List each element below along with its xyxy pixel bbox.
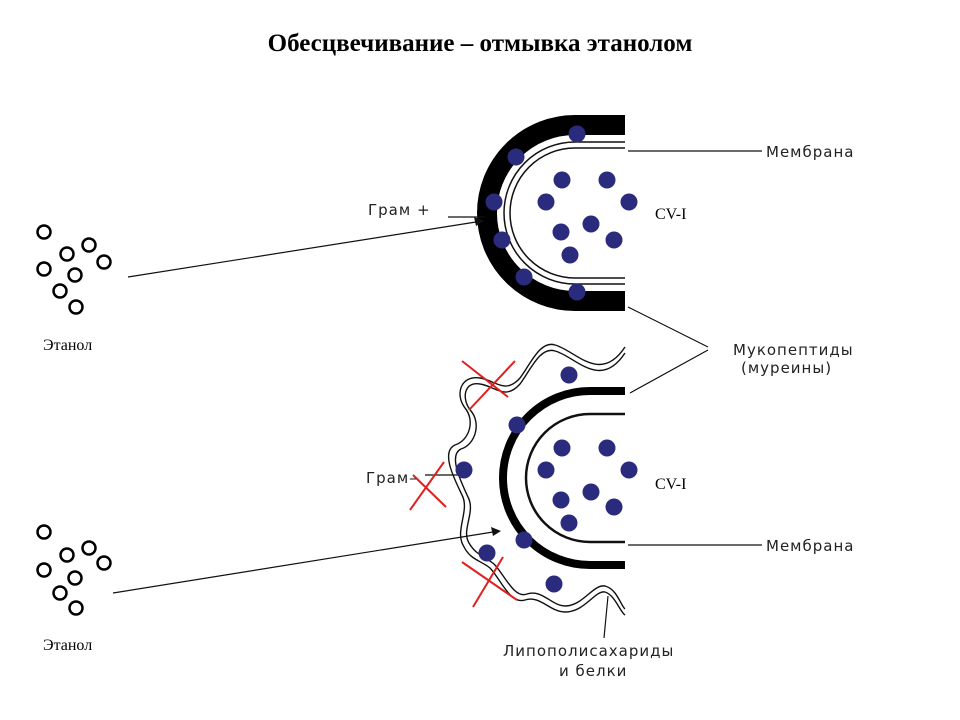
ethanol-arrow-top-head bbox=[474, 217, 484, 226]
ethanol-label-bottom: Этанол bbox=[43, 637, 92, 654]
ethanol-label-top: Этанол bbox=[43, 337, 92, 354]
lps-outer-membrane bbox=[447, 343, 626, 616]
membrane-top-label: Мембрана bbox=[766, 143, 854, 161]
ethanol-molecule bbox=[68, 299, 84, 315]
gram-negative-cytoplasmic-membrane bbox=[524, 412, 625, 544]
pointer-lines bbox=[425, 150, 762, 639]
cv-dye-dot bbox=[478, 544, 496, 562]
mucopeptides-label-line2: (муреины) bbox=[741, 359, 832, 377]
lps-outer-membrane-inner-line bbox=[454, 349, 626, 610]
cv-dye-dot bbox=[605, 231, 623, 249]
cv-dye-dot bbox=[582, 215, 600, 233]
cv-dye-dot bbox=[560, 366, 578, 384]
cv-label-bottom: CV-I bbox=[655, 476, 686, 493]
cv-dye-dot bbox=[545, 575, 563, 593]
ethanol-arrows bbox=[112, 217, 501, 594]
cv-dye-dot bbox=[598, 171, 616, 189]
cv-dye-dot bbox=[568, 125, 586, 143]
cross-mark bbox=[409, 461, 447, 511]
cv-dye-dot bbox=[537, 193, 555, 211]
cross-mark bbox=[461, 360, 516, 411]
ethanol-molecule bbox=[36, 261, 52, 277]
red-crosses bbox=[409, 360, 518, 608]
gram-positive-membrane-outer bbox=[503, 141, 625, 285]
cv-dye-dot bbox=[537, 461, 555, 479]
gram-negative-cell bbox=[447, 343, 626, 616]
ethanol-arrow-top bbox=[127, 221, 477, 278]
cv-dye-dot bbox=[508, 416, 526, 434]
dye-dots-top bbox=[485, 125, 638, 301]
ethanol-cluster-bottom bbox=[36, 524, 112, 616]
mucopeptides-label-line1: Мукопептиды bbox=[733, 341, 854, 359]
gram-negative-label: Грам– bbox=[366, 469, 418, 487]
cv-dye-dot bbox=[605, 498, 623, 516]
lps-label-line2: и белки bbox=[559, 662, 627, 680]
cv-dye-dot bbox=[507, 148, 525, 166]
ethanol-molecule bbox=[52, 585, 68, 601]
ethanol-molecule bbox=[81, 237, 97, 253]
lps-label-line1: Липополисахариды bbox=[503, 642, 674, 660]
ethanol-molecule bbox=[68, 600, 84, 616]
cv-dye-dot bbox=[620, 461, 638, 479]
ethanol-molecule bbox=[59, 246, 75, 262]
cv-label-top: CV-I bbox=[655, 206, 686, 223]
ethanol-molecule bbox=[67, 570, 83, 586]
cv-dye-dot bbox=[485, 193, 503, 211]
cv-dye-dot bbox=[561, 246, 579, 264]
gram-positive-label: Грам + bbox=[368, 201, 431, 219]
ethanol-molecule bbox=[36, 524, 52, 540]
cv-dye-dot bbox=[493, 231, 511, 249]
ethanol-molecule bbox=[67, 267, 83, 283]
page-title: Обесцвечивание – отмывка этанолом bbox=[267, 30, 693, 57]
gram-positive-membrane-inner bbox=[509, 147, 625, 279]
cv-dye-dot bbox=[552, 491, 570, 509]
cv-dye-dot bbox=[515, 268, 533, 286]
cv-dye-dot bbox=[515, 531, 533, 549]
cv-dye-dot bbox=[455, 461, 473, 479]
ethanol-cluster-top bbox=[36, 224, 112, 315]
dye-dots-bottom bbox=[455, 366, 638, 593]
cv-dye-dot bbox=[582, 483, 600, 501]
ethanol-molecule bbox=[59, 547, 75, 563]
ethanol-molecule bbox=[52, 283, 68, 299]
ethanol-arrow-bottom-head bbox=[491, 527, 501, 536]
lps-pointer bbox=[603, 595, 609, 639]
mucopeptides-pointer-bottom bbox=[629, 349, 709, 394]
ethanol-molecule bbox=[96, 555, 112, 571]
cv-dye-dot bbox=[560, 514, 578, 532]
ethanol-molecule bbox=[36, 562, 52, 578]
gram-positive-cell bbox=[477, 115, 625, 311]
cv-dye-dot bbox=[553, 439, 571, 457]
membrane-bottom-label: Мембрана bbox=[766, 537, 854, 555]
ethanol-molecule bbox=[81, 540, 97, 556]
mucopeptides-pointer-top bbox=[627, 306, 709, 348]
cv-dye-dot bbox=[568, 283, 586, 301]
cross-mark bbox=[461, 556, 518, 608]
cv-dye-dot bbox=[620, 193, 638, 211]
cv-dye-dot bbox=[552, 223, 570, 241]
ethanol-molecule bbox=[36, 224, 52, 240]
gram-negative-thin-wall bbox=[499, 387, 625, 569]
cv-dye-dot bbox=[553, 171, 571, 189]
cv-dye-dot bbox=[598, 439, 616, 457]
gram-positive-thick-wall bbox=[477, 115, 625, 311]
ethanol-molecule bbox=[96, 254, 112, 270]
ethanol-arrow-bottom bbox=[112, 531, 494, 594]
